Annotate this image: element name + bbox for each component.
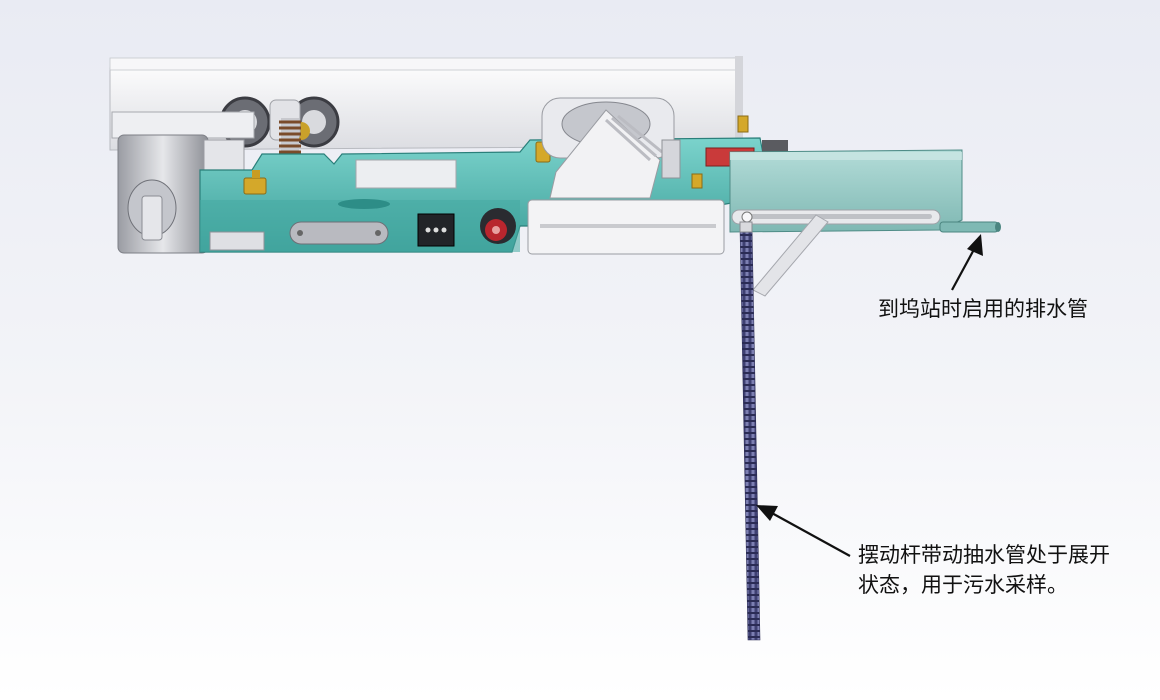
slide-rail xyxy=(731,209,941,225)
sampling-label: 摆动杆带动抽水管处于展开 状态，用于污水采样。 xyxy=(858,540,1158,600)
three-pin-connector-icon xyxy=(417,213,455,247)
arrow-sampling xyxy=(756,505,851,557)
sampling-label-line2: 状态，用于污水采样。 xyxy=(858,573,1068,597)
bottom-tray xyxy=(527,199,725,255)
red-knob-icon xyxy=(480,208,516,244)
pump-housing xyxy=(541,97,681,199)
center-block xyxy=(338,159,457,209)
sampling-label-line1: 摆动杆带动抽水管处于展开 xyxy=(858,543,1110,567)
suction-hose xyxy=(739,221,761,641)
slotted-plate xyxy=(289,221,389,245)
drain-pipe xyxy=(939,221,1001,233)
spring xyxy=(279,118,301,158)
drain-pipe-label: 到坞站时启用的排水管 xyxy=(878,297,1088,321)
swing-arm xyxy=(752,214,829,297)
arrow-drain xyxy=(951,234,983,291)
